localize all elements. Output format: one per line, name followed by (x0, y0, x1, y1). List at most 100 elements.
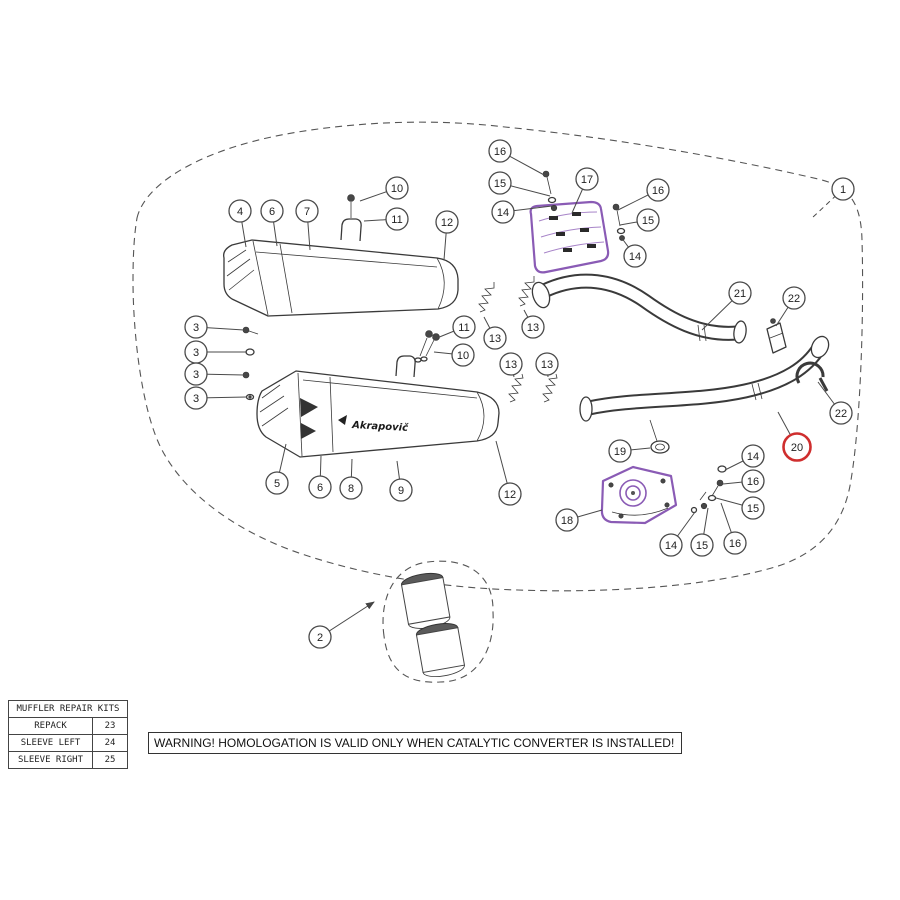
callout-3: 3 (184, 386, 248, 410)
svg-text:17: 17 (581, 174, 593, 186)
callout-7: 7 (295, 199, 319, 251)
callout-2: 2 (308, 601, 375, 649)
callout-15: 15 (488, 171, 551, 197)
callout-5: 5 (265, 443, 289, 495)
svg-text:21: 21 (734, 288, 746, 300)
svg-text:16: 16 (652, 185, 664, 197)
svg-text:1: 1 (840, 184, 846, 196)
end-cap (600, 465, 678, 525)
svg-text:7: 7 (304, 206, 310, 218)
kit-row-sleeve-right: SLEEVE RIGHT 25 (9, 752, 127, 768)
svg-text:8: 8 (348, 483, 354, 495)
svg-text:11: 11 (458, 322, 469, 334)
callout-11: 11 (363, 207, 409, 231)
svg-text:10: 10 (391, 183, 403, 195)
callout-17: 17 (571, 167, 599, 214)
svg-text:14: 14 (665, 540, 677, 552)
bolt-set (242, 326, 259, 401)
callout-10: 10 (359, 176, 409, 202)
callout-22: 22 (817, 381, 853, 425)
svg-text:2: 2 (317, 632, 323, 644)
svg-text:13: 13 (527, 322, 539, 334)
callout-13: 13 (483, 316, 507, 350)
callout-16: 16 (488, 139, 547, 177)
callout-15: 15 (619, 208, 660, 232)
kit-row-repack: REPACK 23 (9, 718, 127, 735)
svg-text:10: 10 (457, 350, 469, 362)
svg-text:19: 19 (614, 446, 626, 458)
fastener-group-right (612, 203, 626, 241)
muffler-repair-kits-table: MUFFLER REPAIR KITS REPACK 23 SLEEVE LEF… (8, 700, 128, 769)
callout-15: 15 (690, 507, 714, 557)
svg-text:14: 14 (497, 207, 509, 219)
callout-14: 14 (724, 444, 765, 471)
callout-14: 14 (659, 511, 696, 557)
callout-13: 13 (521, 309, 545, 339)
muffler-lower-bracket (395, 355, 416, 378)
clamp-right (795, 361, 829, 392)
callout-14: 14 (620, 236, 647, 268)
callout-14: 14 (491, 200, 553, 224)
callout-6: 6 (308, 455, 332, 499)
header-pipe (531, 273, 747, 344)
callout-20-highlighted: 20 (777, 411, 812, 462)
svg-text:13: 13 (489, 333, 501, 345)
svg-text:11: 11 (391, 214, 402, 226)
svg-text:16: 16 (747, 476, 759, 488)
callout-11: 11 (436, 315, 476, 339)
sleeves-boundary-outline (382, 560, 494, 683)
muffler-upper-bracket-screw (347, 194, 355, 202)
svg-text:18: 18 (561, 515, 573, 527)
svg-text:6: 6 (269, 206, 275, 218)
kit-label: REPACK (9, 718, 93, 734)
svg-text:14: 14 (629, 251, 641, 263)
svg-text:3: 3 (193, 369, 199, 381)
callout-16: 16 (617, 178, 670, 211)
kit-number: 25 (104, 755, 116, 765)
callout-3: 3 (184, 362, 245, 386)
callout-3: 3 (184, 340, 247, 364)
callout-13: 13 (499, 352, 523, 378)
svg-text:12: 12 (441, 217, 453, 229)
svg-text:16: 16 (729, 538, 741, 550)
svg-text:3: 3 (193, 347, 199, 359)
callout-12: 12 (435, 210, 459, 261)
svg-text:15: 15 (696, 540, 708, 552)
kits-table-title: MUFFLER REPAIR KITS (9, 701, 127, 718)
hanger-screw-lower (420, 333, 440, 362)
callout-10: 10 (433, 343, 475, 367)
callout-15: 15 (715, 496, 765, 520)
callout-3: 3 (184, 315, 245, 339)
callout-13: 13 (535, 352, 559, 378)
svg-text:9: 9 (398, 485, 404, 497)
svg-text:14: 14 (747, 451, 759, 463)
svg-text:15: 15 (642, 215, 654, 227)
muffler-upper-bracket (340, 218, 362, 242)
svg-text:6: 6 (317, 482, 323, 494)
kit-label: SLEEVE RIGHT (9, 752, 93, 768)
gasket (650, 440, 670, 454)
svg-text:4: 4 (237, 206, 243, 218)
callout-19: 19 (608, 439, 651, 463)
kit-number: 23 (104, 721, 116, 731)
warning-banner: WARNING! HOMOLOGATION IS VALID ONLY WHEN… (148, 732, 683, 754)
svg-text:3: 3 (193, 322, 199, 334)
kit-number: 24 (104, 738, 116, 748)
svg-text:16: 16 (494, 146, 506, 158)
spring-set (478, 276, 558, 403)
callout-6: 6 (260, 199, 284, 247)
svg-text:3: 3 (193, 393, 199, 405)
callout-18: 18 (555, 508, 603, 532)
svg-text:13: 13 (541, 359, 553, 371)
assembly-boundary-outline (132, 121, 864, 592)
clamp-upper (766, 318, 787, 354)
heat-shield (529, 200, 610, 274)
callout-8: 8 (339, 458, 363, 500)
svg-text:13: 13 (505, 359, 517, 371)
callout-12: 12 (495, 440, 522, 506)
callout-22: 22 (775, 286, 806, 327)
fastener-cluster-bottom (690, 465, 727, 514)
svg-text:5: 5 (274, 478, 280, 490)
